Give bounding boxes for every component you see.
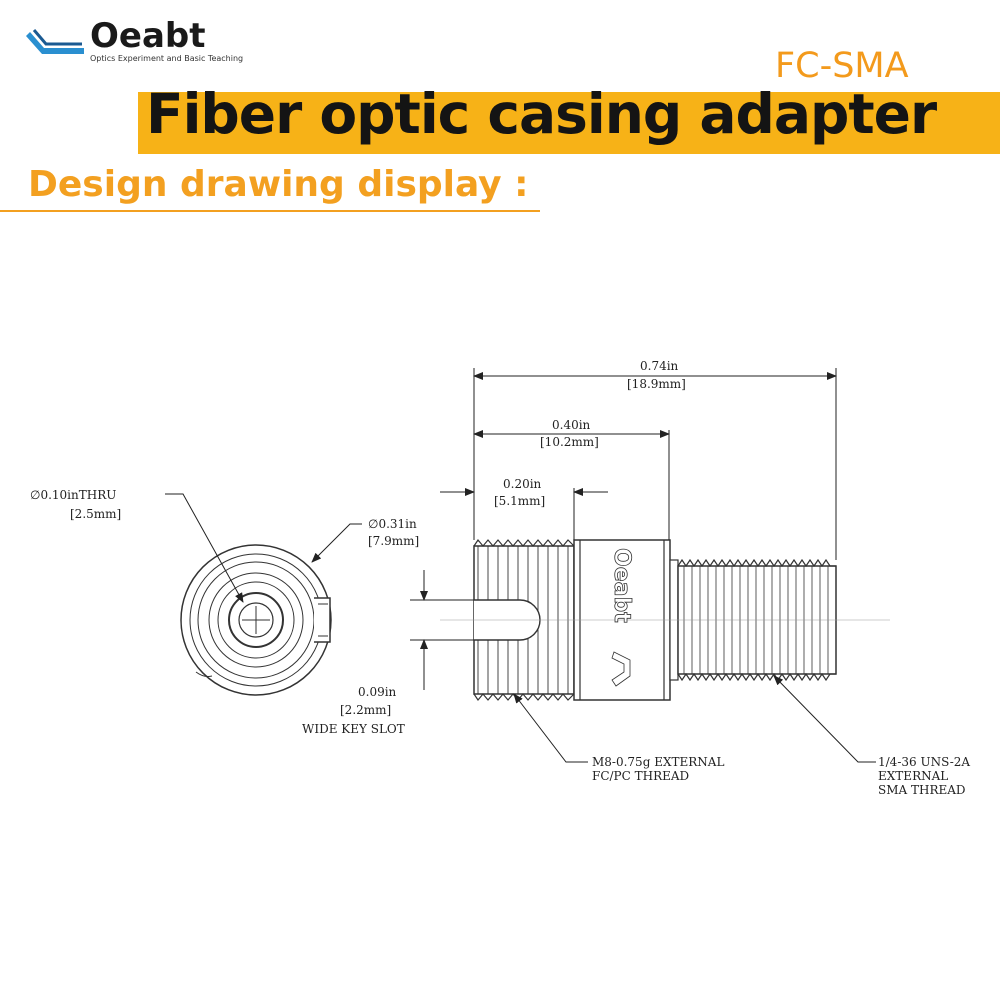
od-dimension: ∅0.31in: [368, 517, 417, 531]
body-brand-mark: Oeabt: [609, 548, 634, 623]
sma-thread-label-3: SMA THREAD: [878, 783, 966, 797]
end-view: [180, 544, 332, 696]
brand-name: Oeabt: [90, 16, 206, 56]
bore-dimension-mm: [2.5mm]: [70, 507, 121, 521]
mid-length: 0.40in: [552, 418, 591, 432]
od-dimension-mm: [7.9mm]: [368, 534, 419, 548]
sma-thread-label-1: 1/4-36 UNS-2A: [878, 755, 970, 769]
key-slot-label: WIDE KEY SLOT: [302, 722, 405, 736]
model-code: FC-SMA: [775, 46, 909, 86]
short-length-mm: [5.1mm]: [494, 494, 545, 508]
body-logo-icon: [611, 651, 631, 687]
logo-mark-icon: [26, 29, 84, 54]
mid-length-mm: [10.2mm]: [540, 435, 599, 449]
bore-dimension: ∅0.10inTHRU: [30, 488, 116, 502]
brand-logo: Oeabt Optics Experiment and Basic Teachi…: [26, 16, 243, 72]
overall-length-mm: [18.9mm]: [627, 377, 686, 391]
key-slot-width-mm: [2.2mm]: [340, 703, 391, 717]
sma-thread-label-2: EXTERNAL: [878, 769, 948, 783]
short-length: 0.20in: [503, 477, 542, 491]
key-slot-width: 0.09in: [358, 685, 397, 699]
page-title: Fiber optic casing adapter: [146, 82, 937, 146]
fc-thread-label-1: M8-0.75g EXTERNAL: [592, 755, 724, 769]
side-view: [440, 538, 890, 702]
title-banner: [138, 92, 1000, 154]
fc-thread-label-2: FC/PC THREAD: [592, 769, 689, 783]
subtitle-underline: [0, 210, 540, 212]
overall-length: 0.74in: [640, 359, 679, 373]
brand-tagline: Optics Experiment and Basic Teaching: [90, 54, 244, 63]
section-subtitle: Design drawing display :: [28, 164, 529, 205]
